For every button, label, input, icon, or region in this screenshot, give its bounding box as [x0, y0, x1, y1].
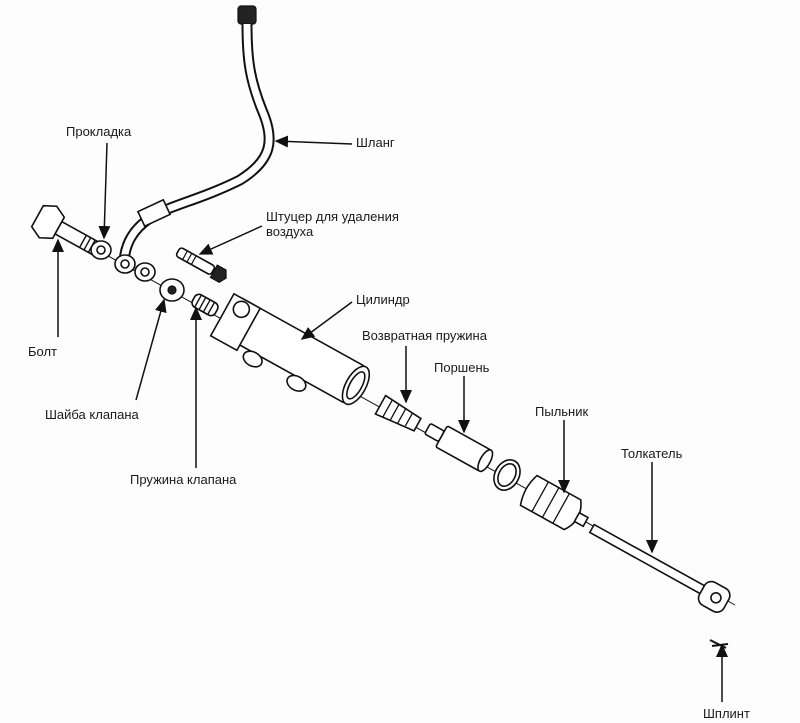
label-piston: Поршень: [434, 360, 490, 375]
label-cotter-pin: Шплинт: [703, 706, 750, 721]
gasket: [90, 240, 112, 260]
valve-spring: [191, 293, 219, 317]
label-bleeder-line2: воздуха: [266, 224, 314, 239]
leader-lines: [52, 135, 728, 702]
label-return-spring: Возвратная пружина: [362, 328, 488, 343]
hose: [114, 5, 275, 274]
label-cylinder: Цилиндр: [356, 292, 410, 307]
boot: [519, 474, 590, 531]
label-boot: Пыльник: [535, 404, 588, 419]
label-gasket: Прокладка: [66, 124, 132, 139]
cotter-pin: [709, 639, 729, 649]
bleeder-screw: [175, 247, 227, 283]
valve-washer: [159, 278, 185, 302]
cylinder: [209, 292, 371, 406]
label-valve-washer: Шайба клапана: [45, 407, 139, 422]
label-hose: Шланг: [356, 135, 395, 150]
seal-ring: [493, 459, 521, 491]
piston: [424, 423, 494, 473]
label-valve-spring: Пружина клапана: [130, 472, 237, 487]
label-bleeder-line1: Штуцер для удаления: [266, 209, 399, 224]
label-bolt: Болт: [28, 344, 57, 359]
gasket-2: [134, 262, 156, 282]
return-spring: [374, 394, 422, 432]
pushrod: [588, 523, 731, 613]
label-pushrod: Толкатель: [621, 446, 683, 461]
